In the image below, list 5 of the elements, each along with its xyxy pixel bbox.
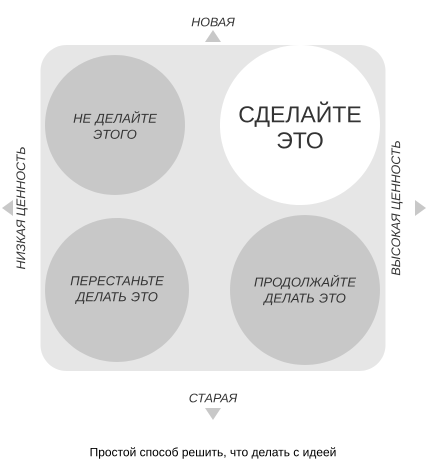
caption: Простой способ решить, что делать с идеей [90, 447, 336, 459]
axis-label: НОВАЯ [192, 18, 235, 26]
axis-label: НИЗКАЯ ЦЕННОСТЬ [16, 147, 28, 270]
axis-label: ВЫСОКАЯ ЦЕННОСТЬ [391, 141, 403, 276]
axis-label: СТАРАЯ [190, 394, 238, 402]
